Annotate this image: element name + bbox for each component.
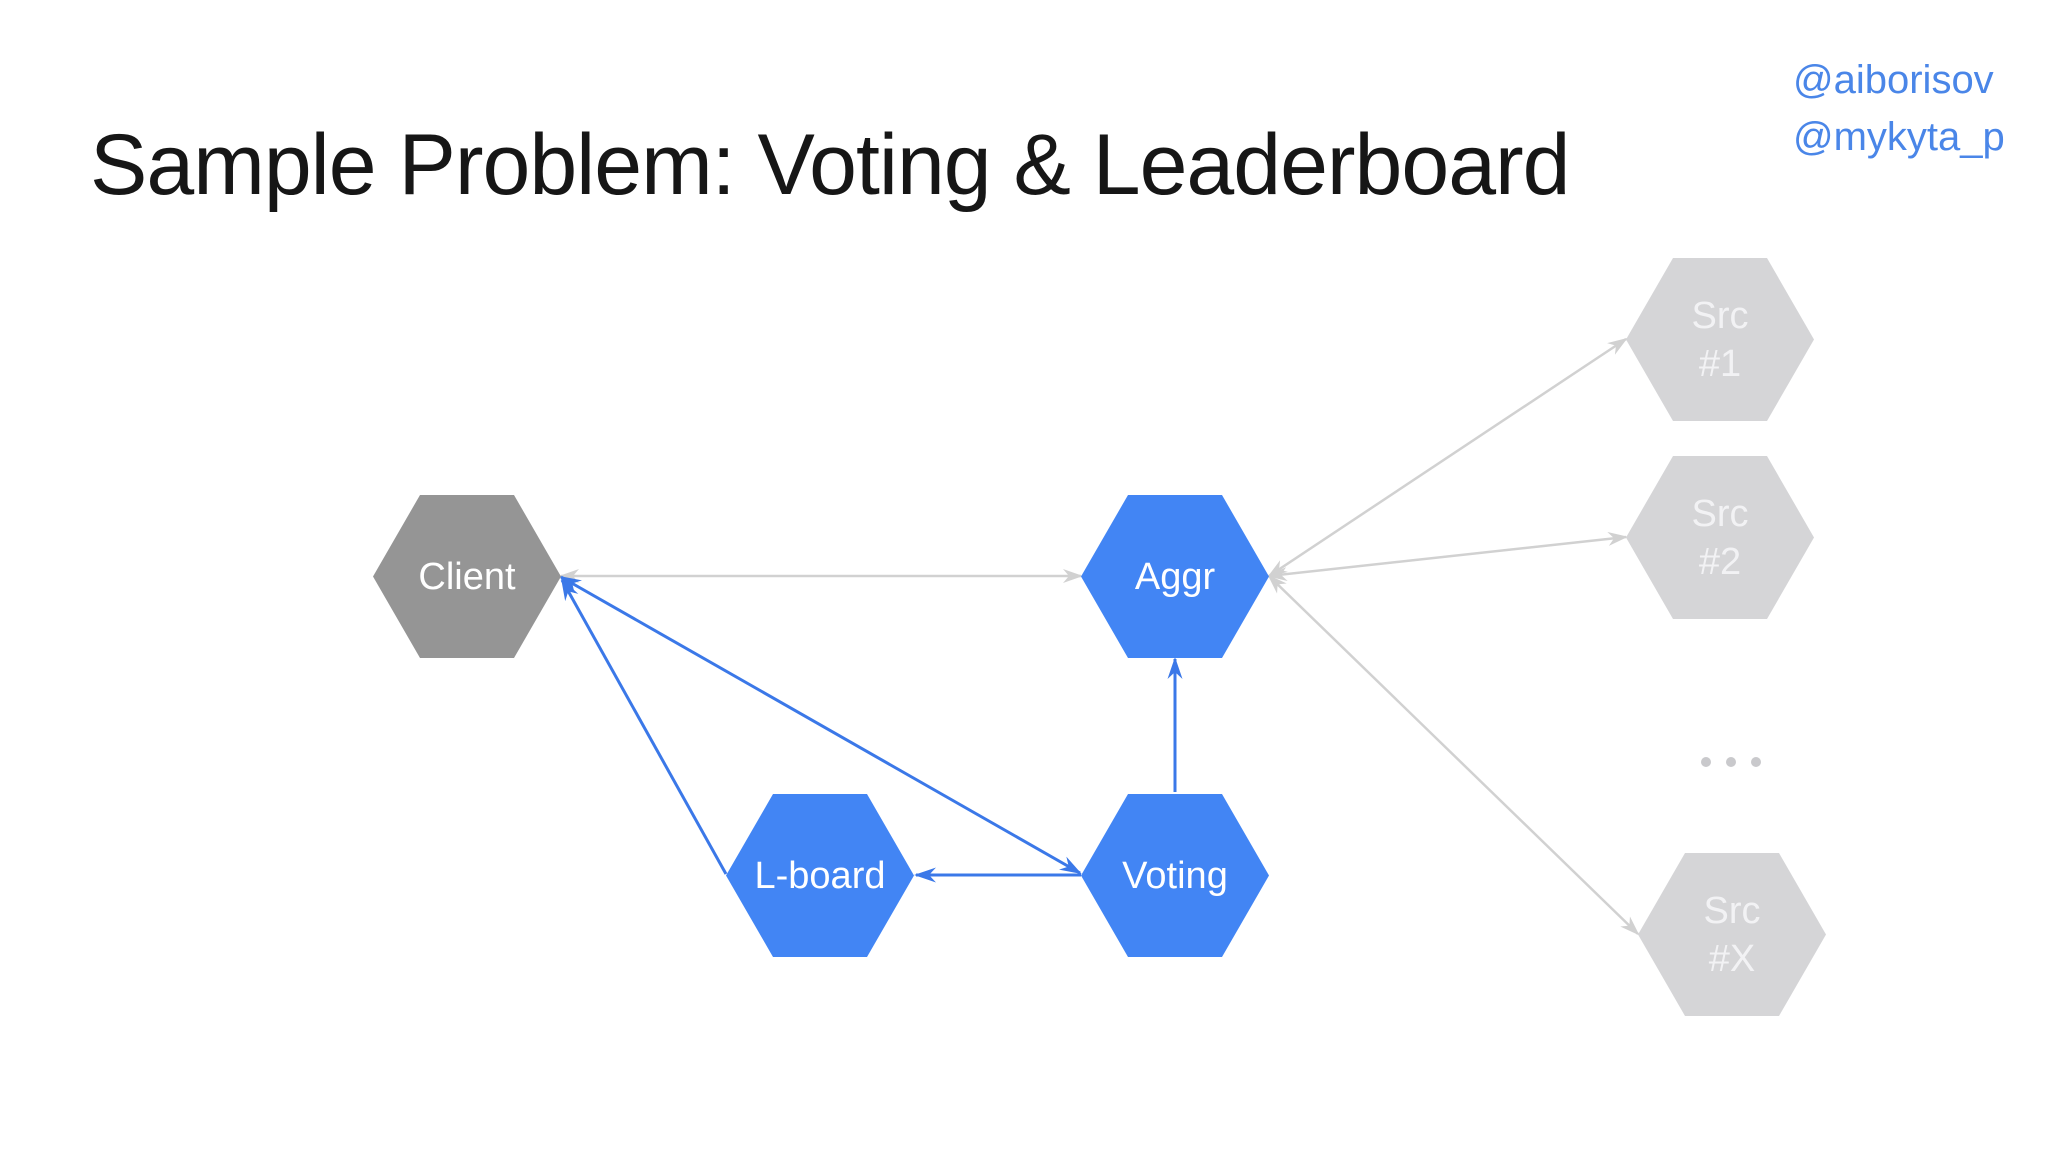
node-voting-label: Voting	[1122, 854, 1228, 897]
node-aggr: Aggr	[1081, 495, 1269, 658]
node-lboard: L-board	[726, 794, 914, 957]
node-src1-label: Src	[1691, 294, 1749, 337]
author-handle-1: @aiborisov	[1793, 58, 1994, 102]
node-src1: Src #1	[1626, 258, 1814, 421]
author-handles: @aiborisov @mykyta_p	[1793, 52, 2013, 166]
node-srcx-sublabel: #X	[1708, 937, 1756, 980]
node-src2-label: Src	[1691, 492, 1749, 535]
node-srcx-label: Src	[1703, 889, 1761, 932]
node-client: Client	[373, 495, 561, 658]
author-handle-2: @mykyta_p	[1793, 115, 2005, 159]
edge-aggr-srcx	[1267, 574, 1640, 936]
node-lboard-label: L-board	[754, 854, 886, 897]
edge-lboard-client	[560, 578, 728, 875]
node-srcx: Src #X	[1638, 853, 1826, 1016]
node-client-label: Client	[418, 555, 516, 598]
node-voting: Voting	[1081, 794, 1269, 957]
node-aggr-label: Aggr	[1134, 555, 1216, 598]
node-src2-sublabel: #2	[1698, 540, 1742, 583]
more-sources-ellipsis-icon	[1701, 757, 1761, 767]
slide-title: Sample Problem: Voting & Leaderboard	[90, 117, 1570, 213]
edge-aggr-src2	[1267, 531, 1628, 582]
edge-aggr-src1	[1267, 337, 1628, 578]
node-src1-sublabel: #1	[1698, 342, 1742, 385]
node-src2: Src #2	[1626, 456, 1814, 619]
